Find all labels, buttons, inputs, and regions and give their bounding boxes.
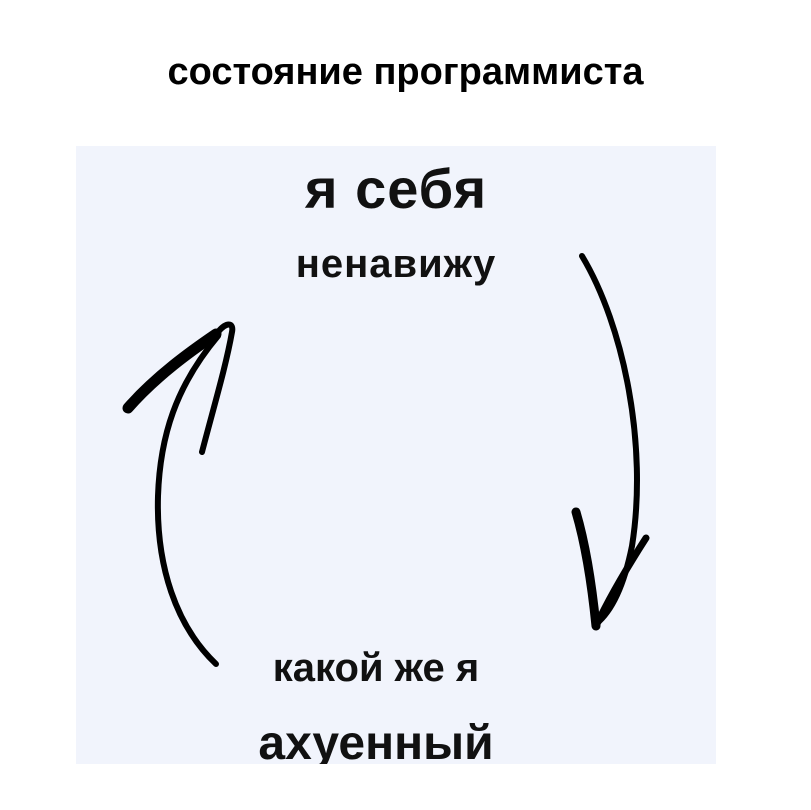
top-phrase-large: я себя: [304, 157, 488, 220]
curved-arrow-down-icon: [571, 253, 650, 631]
bottom-phrase-large: ахуенный: [258, 717, 494, 764]
bottom-phrase-small: какой же я: [272, 646, 480, 690]
curved-arrow-up-icon: [122, 321, 236, 667]
meme-panel: я себя ненавижу какой же я ахуенный: [76, 146, 716, 764]
top-phrase-small: ненавижу: [295, 242, 497, 286]
page-title: состояние программиста: [167, 51, 644, 93]
cycle-arrows: [122, 253, 650, 667]
